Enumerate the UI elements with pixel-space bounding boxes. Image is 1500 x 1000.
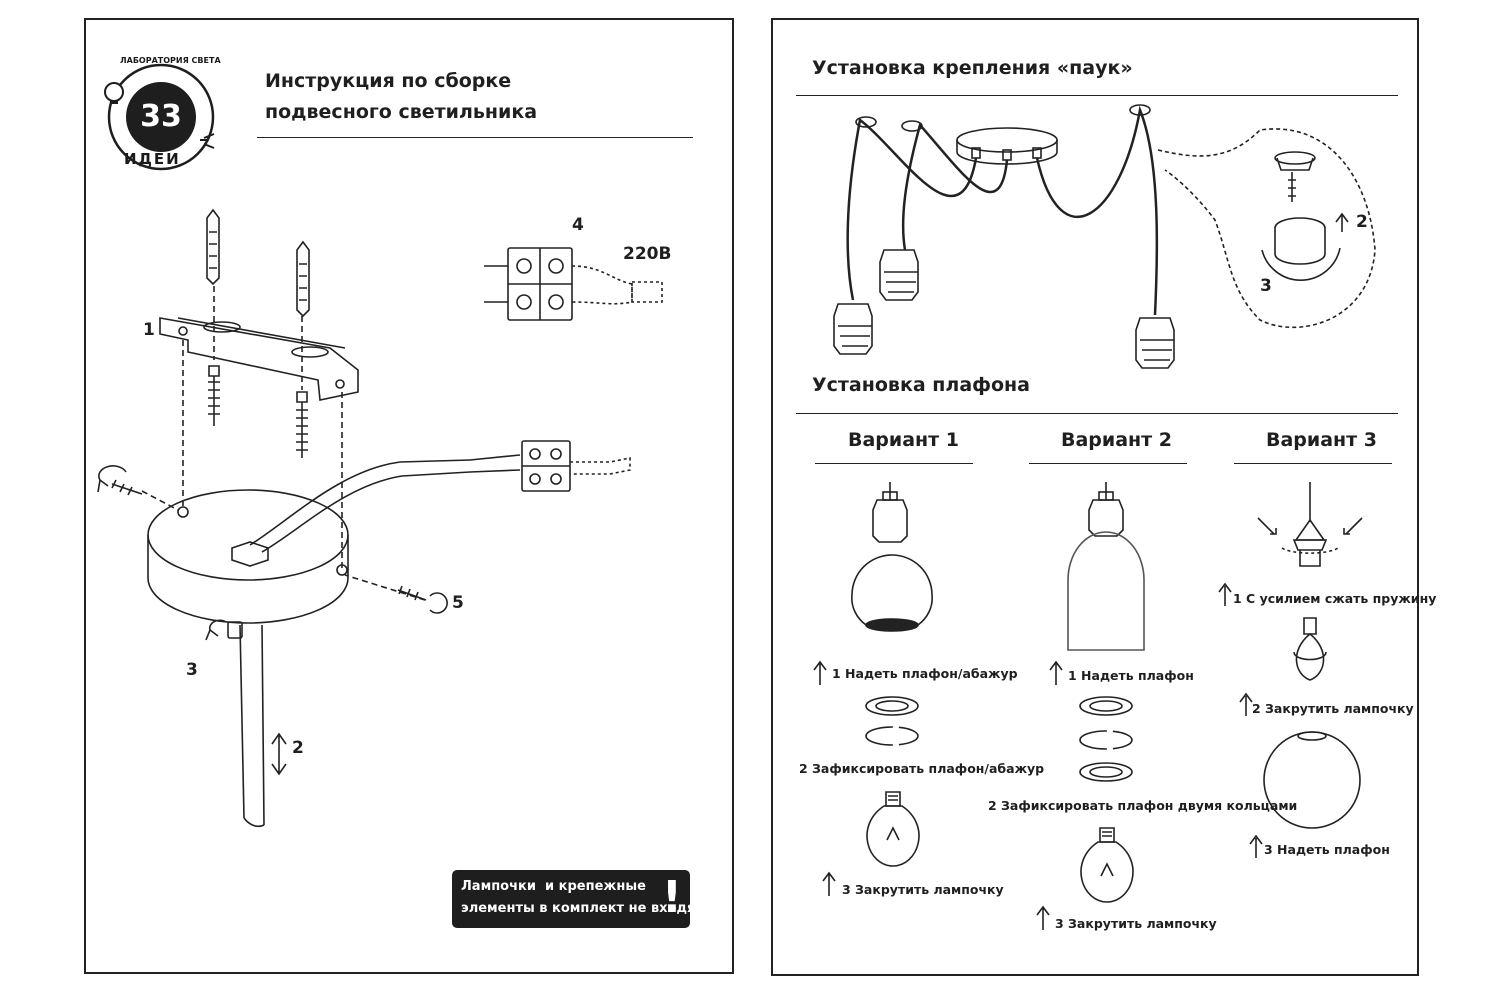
lamp-socket-icon (1135, 317, 1175, 369)
shade-section-divider (796, 413, 1398, 414)
dome-shade-icon (851, 554, 933, 632)
spider-canopy-icon (956, 127, 1058, 165)
page-title-line2: подвесного светильника (265, 101, 538, 123)
brand-logo: ЛАБОРАТОРИЯ СВЕТА 33 ИДЕИ (100, 56, 222, 178)
spider-step-3: 3 (1260, 276, 1272, 296)
variant-3-underline (1234, 463, 1392, 464)
variant-2-step-1: 1 Надеть плафон (1068, 668, 1194, 683)
variant-2-step-3: 3 Закрутить лампочку (1055, 916, 1217, 931)
variant-2-step-2: 2 Зафиксировать плафон двумя кольцами (988, 798, 1298, 813)
side-screw-icon (97, 465, 143, 496)
up-arrow-icon (813, 660, 827, 685)
right-instruction-page (771, 18, 1419, 976)
variant-3-step-3: 3 Надеть плафон (1264, 842, 1390, 857)
variant-1-socket-icon (872, 482, 908, 543)
warning-note-text: Лампочки и крепежные элементы в комплект… (461, 879, 703, 916)
wall-anchor-icon (296, 240, 310, 318)
variant-1-title: Вариант 1 (848, 429, 960, 451)
logo-arc-text: ЛАБОРАТОРИЯ СВЕТА (120, 56, 221, 65)
variant-1-underline (815, 463, 973, 464)
ring-icon (865, 696, 919, 746)
candle-bulb-icon (1293, 617, 1327, 681)
light-bulb-icon (1080, 827, 1134, 903)
spider-section-divider (796, 95, 1398, 96)
left-instruction-page (84, 18, 734, 974)
screw-icon (208, 365, 220, 426)
terminal-block-icon (521, 440, 631, 492)
light-bulb-icon (866, 791, 920, 867)
terminal-block-220v-icon (484, 247, 663, 321)
variant-3-step-2: 2 Закрутить лампочку (1252, 701, 1414, 716)
step-label-4: 4 (572, 215, 584, 235)
variant-3-title: Вариант 3 (1266, 429, 1378, 451)
up-arrow-icon (1239, 692, 1253, 716)
shade-section-title: Установка плафона (812, 374, 1030, 396)
variant-1-step-1: 1 Надеть плафон/абажур (832, 666, 1018, 681)
variant-1-step-2: 2 Зафиксировать плафон/абажур (799, 761, 1045, 776)
ceiling-canopy-icon (147, 489, 349, 624)
logo-word: ИДЕИ (124, 150, 181, 168)
variant-2-socket-icon (1088, 482, 1124, 537)
mounting-bracket-icon (159, 317, 359, 401)
globe-shade-icon (1263, 731, 1361, 829)
wall-anchor-icon (206, 208, 220, 286)
up-arrow-icon (1049, 660, 1063, 685)
spider-section-title: Установка крепления «паук» (812, 57, 1133, 79)
logo-number: 33 (126, 82, 196, 152)
up-down-arrow-icon (271, 732, 287, 776)
title-divider (257, 137, 693, 138)
voltage-label: 220В (623, 244, 672, 264)
up-arrow-icon (1249, 834, 1263, 858)
up-arrow-icon (822, 871, 836, 896)
warning-exclamation-icon: ! (661, 872, 682, 923)
lamp-socket-icon (879, 249, 919, 301)
step-label-5: 5 (452, 593, 464, 613)
up-arrow-icon (1036, 905, 1050, 930)
canopy-cap-icon (1261, 151, 1349, 281)
variant-3-step-1: 1 С усилием сжать пружину (1233, 591, 1437, 606)
suspension-rod-icon (205, 619, 265, 828)
variant-2-title: Вариант 2 (1061, 429, 1173, 451)
spring-socket-icon (1257, 482, 1363, 567)
page-title-line1: Инструкция по сборке (265, 70, 512, 92)
variant-2-underline (1029, 463, 1187, 464)
screw-icon (296, 391, 308, 458)
step-label-3: 3 (186, 660, 198, 680)
up-arrow-icon (1218, 582, 1232, 606)
cylinder-shade-icon (1067, 531, 1145, 651)
step-label-2: 2 (292, 738, 304, 758)
logo-ring-icon (104, 63, 215, 171)
spider-step-2: 2 (1356, 212, 1368, 232)
warning-note: Лампочки и крепежные элементы в комплект… (452, 870, 703, 928)
variant-1-step-3: 3 Закрутить лампочку (842, 882, 1004, 897)
lamp-socket-icon (833, 303, 873, 355)
screw-5-icon (397, 585, 448, 614)
step-label-1: 1 (143, 320, 155, 340)
ring-icon (1079, 696, 1133, 782)
